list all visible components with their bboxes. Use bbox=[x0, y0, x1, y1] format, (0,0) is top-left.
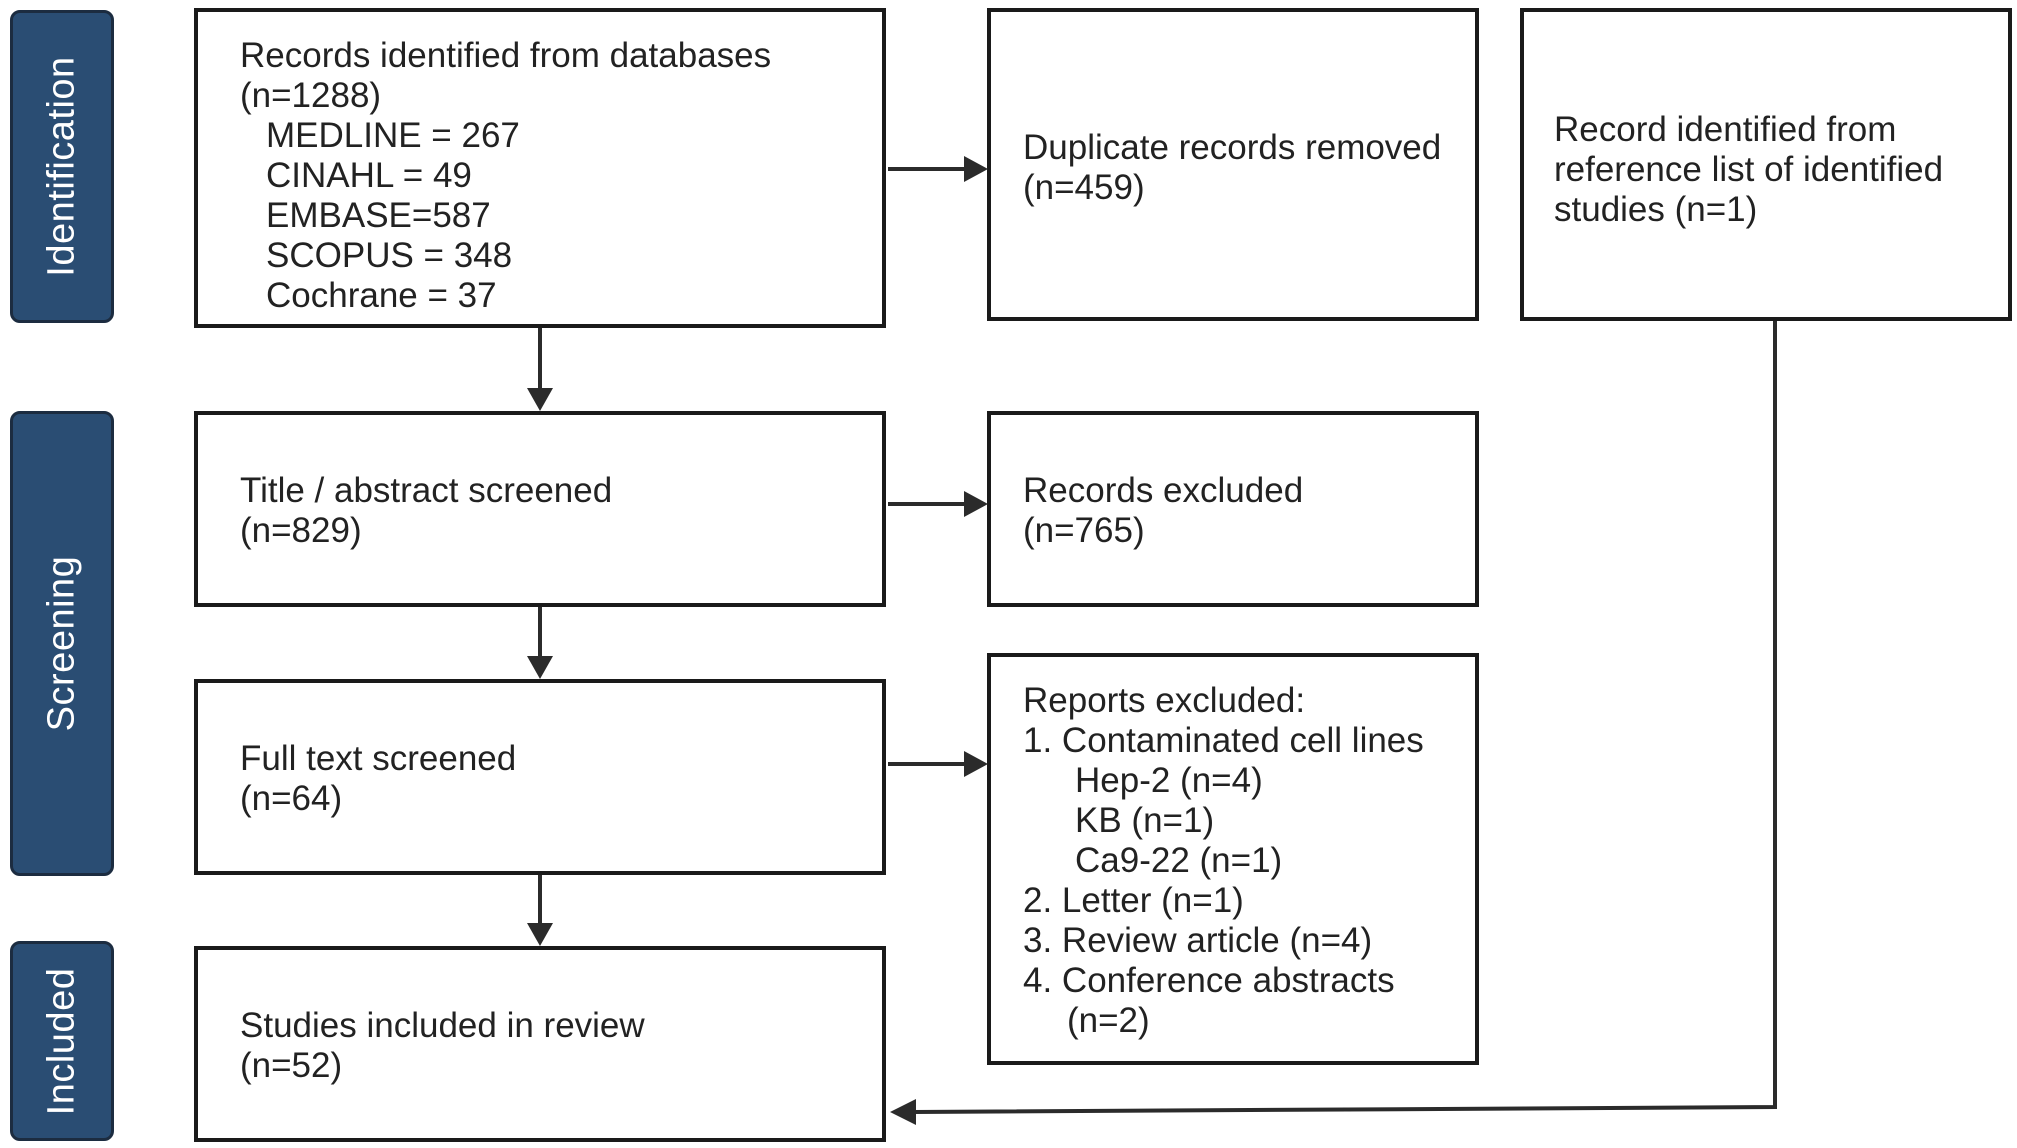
arrowhead-2 bbox=[527, 656, 553, 679]
reports-excluded-item-4: 4. Conference abstracts bbox=[1023, 961, 1395, 1000]
full-text-count: (n=64) bbox=[240, 779, 343, 818]
arrowhead-4 bbox=[964, 156, 988, 182]
arrowhead-7 bbox=[890, 1099, 916, 1125]
reports-excluded-item-2: 2. Letter (n=1) bbox=[1023, 881, 1244, 920]
records-excluded-box: Records excluded (n=765) bbox=[987, 411, 1479, 607]
reports-excluded-title: Reports excluded: bbox=[1023, 681, 1306, 720]
records-identified-title: Records identified from databases bbox=[240, 36, 772, 75]
full-text-box: Full text screened (n=64) bbox=[194, 679, 886, 875]
arrowhead-5 bbox=[964, 491, 988, 517]
source-embase: EMBASE=587 bbox=[266, 196, 491, 235]
phase-identification: Identification bbox=[10, 10, 114, 323]
arrowhead-1 bbox=[527, 388, 553, 411]
title-abstract-box: Title / abstract screened (n=829) bbox=[194, 411, 886, 607]
reference-list-box: Record identified from reference list of… bbox=[1520, 8, 2012, 321]
reports-excluded-item-1: 1. Contaminated cell lines bbox=[1023, 721, 1424, 760]
phase-included-label: Included bbox=[40, 967, 83, 1115]
records-excluded-title: Records excluded bbox=[1023, 471, 1304, 510]
cell-line-ca922: Ca9-22 (n=1) bbox=[1075, 841, 1283, 880]
reports-excluded-item-3: 3. Review article (n=4) bbox=[1023, 921, 1373, 960]
arrowhead-6 bbox=[964, 751, 988, 777]
reference-list-line-3: studies (n=1) bbox=[1554, 190, 1758, 229]
source-scopus: SCOPUS = 348 bbox=[266, 236, 513, 275]
reports-excluded-box: Reports excluded: 1. Contaminated cell l… bbox=[987, 653, 1479, 1065]
cell-line-hep2: Hep-2 (n=4) bbox=[1075, 761, 1263, 800]
records-identified-box: Records identified from databases (n=128… bbox=[194, 8, 886, 328]
cell-line-kb: KB (n=1) bbox=[1075, 801, 1215, 840]
full-text-title: Full text screened bbox=[240, 739, 517, 778]
reports-excluded-item-4-count: (n=2) bbox=[1067, 1001, 1150, 1040]
studies-included-title: Studies included in review bbox=[240, 1006, 645, 1045]
studies-included-count: (n=52) bbox=[240, 1046, 343, 1085]
records-identified-count: (n=1288) bbox=[240, 76, 382, 115]
duplicates-removed-box: Duplicate records removed (n=459) bbox=[987, 8, 1479, 321]
duplicates-removed-title: Duplicate records removed bbox=[1023, 128, 1442, 167]
studies-included-box: Studies included in review (n=52) bbox=[194, 946, 886, 1142]
reference-list-line-1: Record identified from bbox=[1554, 110, 1897, 149]
records-excluded-count: (n=765) bbox=[1023, 511, 1145, 550]
phase-screening: Screening bbox=[10, 411, 114, 876]
arrowhead-3 bbox=[527, 923, 553, 946]
phase-screening-label: Screening bbox=[40, 555, 83, 732]
source-cinahl: CINAHL = 49 bbox=[266, 156, 472, 195]
title-abstract-title: Title / abstract screened bbox=[240, 471, 613, 510]
title-abstract-count: (n=829) bbox=[240, 511, 362, 550]
duplicates-removed-count: (n=459) bbox=[1023, 168, 1145, 207]
reference-list-line-2: reference list of identified bbox=[1554, 150, 1944, 189]
source-medline: MEDLINE = 267 bbox=[266, 116, 520, 155]
phase-included: Included bbox=[10, 941, 114, 1141]
source-cochrane: Cochrane = 37 bbox=[266, 276, 497, 315]
phase-identification-label: Identification bbox=[40, 56, 83, 277]
